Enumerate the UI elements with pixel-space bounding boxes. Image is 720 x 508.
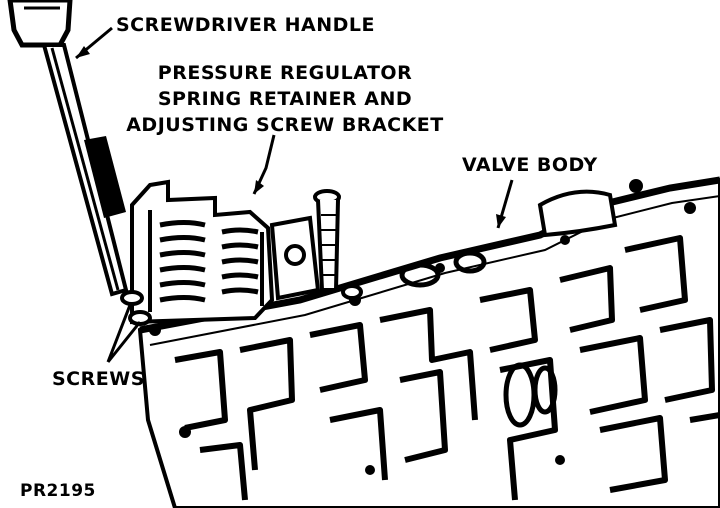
adjusting-screw [313, 189, 341, 292]
valve-body [137, 176, 720, 508]
label-screws: SCREWS [52, 368, 145, 390]
label-pressure-regulator: PRESSURE REGULATOR SPRING RETAINER AND A… [120, 60, 450, 138]
label-pressure-line-1: PRESSURE REGULATOR [157, 62, 413, 84]
label-screwdriver-handle: SCREWDRIVER HANDLE [116, 14, 375, 36]
pressure-regulator-bracket [130, 179, 321, 325]
label-valve-body: VALVE BODY [462, 154, 598, 176]
leader-arrowheads [76, 46, 506, 228]
label-pressure-line-2: SPRING RETAINER AND [157, 88, 413, 110]
label-pressure-line-3: ADJUSTING SCREW BRACKET [126, 114, 444, 136]
leader-screws [106, 304, 142, 363]
screwdriver [7, 0, 129, 297]
figure-id: PR2195 [20, 481, 96, 501]
